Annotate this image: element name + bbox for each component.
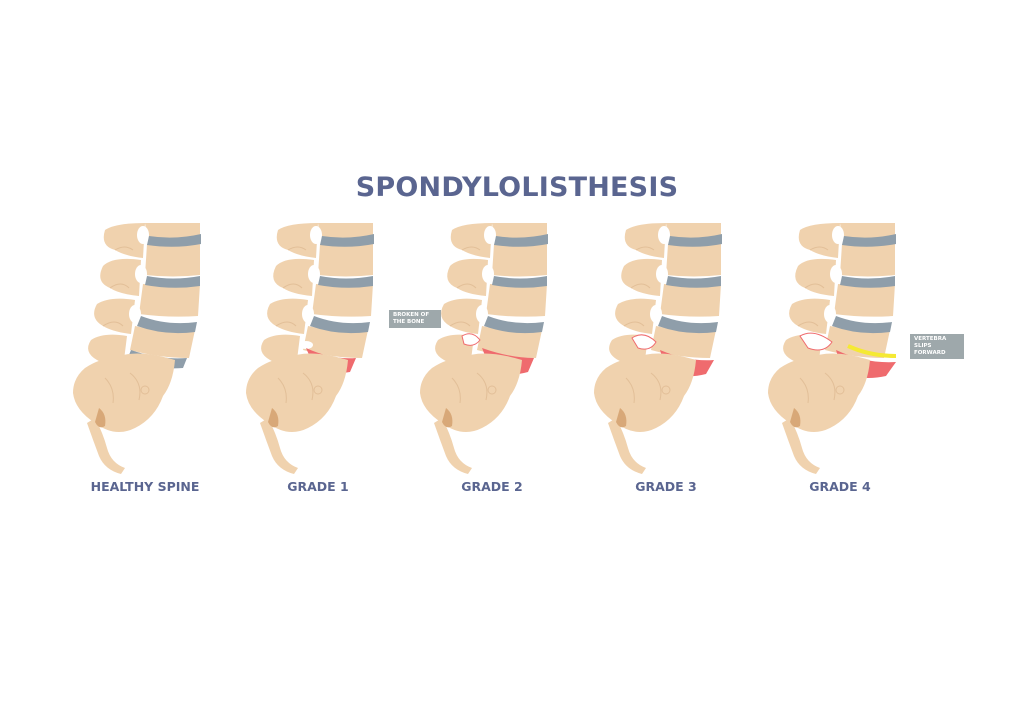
grade-2-spine-illustration — [419, 222, 549, 475]
label-grade-3: GRADE 3 — [635, 479, 697, 494]
panel-grade-1 — [228, 218, 408, 478]
grade-1-spine-illustration — [245, 222, 375, 475]
label-grade-4: GRADE 4 — [809, 479, 871, 494]
panel-grade-4 — [750, 218, 930, 478]
grade-3-spine-illustration — [593, 222, 723, 475]
panel-grade-2 — [402, 218, 582, 478]
panel-healthy-spine — [55, 218, 235, 478]
callout-vertebra-slips: VERTEBRA SLIPS FORWARD — [910, 334, 964, 359]
label-grade-2: GRADE 2 — [461, 479, 523, 494]
healthy-spine-illustration — [72, 222, 202, 475]
callout-broken-bone: BROKEN OF THE BONE — [389, 310, 441, 328]
label-healthy-spine: HEALTHY SPINE — [90, 479, 200, 494]
label-grade-1: GRADE 1 — [287, 479, 349, 494]
grade-4-spine-illustration — [767, 222, 897, 475]
panel-grade-3 — [576, 218, 756, 478]
diagram-title: SPONDYLOLISTHESIS — [355, 172, 679, 203]
slip-highlight-icon — [847, 344, 897, 358]
